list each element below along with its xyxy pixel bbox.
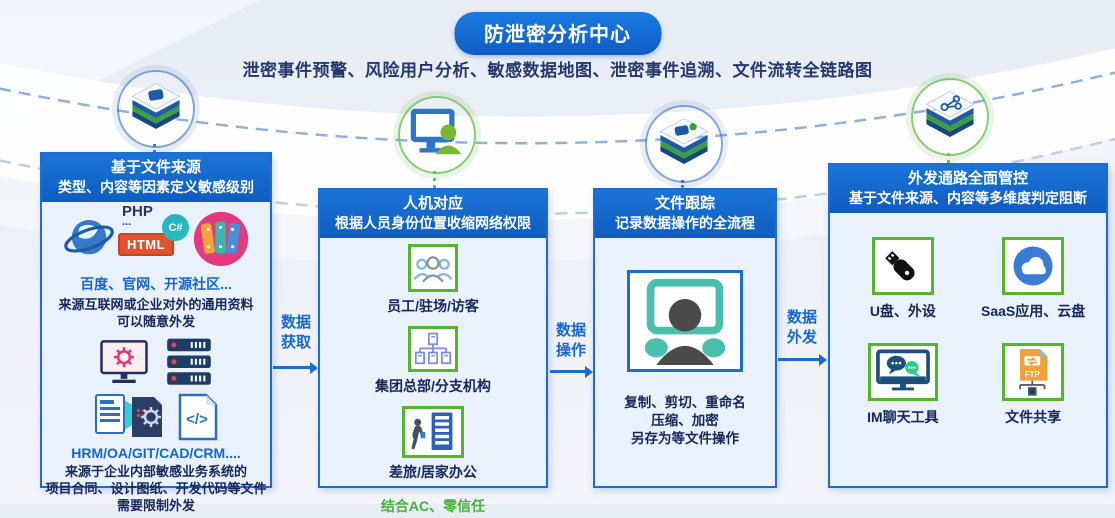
people-icon (408, 244, 458, 293)
org-chart-icon (408, 326, 458, 373)
internal-systems-illustration (96, 337, 216, 389)
panel-identity-header: 人机对应 根据人员身份位置收缩网络权限 (320, 190, 546, 239)
flow-arrow (550, 366, 593, 377)
books-icon (193, 212, 249, 267)
flow-label-data-operate: 数据操作 (555, 322, 586, 359)
egress-item-label: SaaS应用、云盘 (981, 303, 1086, 320)
svg-text:FTP: FTP (1025, 370, 1040, 379)
travel-office-icon (402, 406, 464, 459)
panel-egress-title: 外发通路全面管控 (907, 170, 1029, 187)
svg-text:</>: </> (186, 411, 208, 428)
cloud-icon (1002, 237, 1065, 296)
identity-item-label: 员工/驻场/访客 (387, 298, 479, 315)
user-at-computer-icon (627, 270, 743, 373)
documents-code-icon: </> (95, 393, 218, 440)
page-subtitle: 泄密事件预警、风险用户分析、敏感数据地图、泄密事件追溯、文件流转全链路图 (242, 61, 873, 80)
connector-dotted (433, 171, 436, 188)
layers-network-icon (911, 78, 989, 156)
layers-stack-glyph (659, 118, 709, 164)
web-sources-desc: 来源互联网或企业对外的通用资料 可以随意外发 (58, 297, 254, 330)
flow-arrow (778, 354, 827, 365)
layers-network-glyph (925, 91, 975, 137)
server-stack-icon (167, 338, 211, 385)
egress-item: U盘、外设 (851, 237, 955, 321)
connector-dotted (947, 153, 950, 163)
panel-identity: 人机对应 根据人员身份位置收缩网络权限 员工/驻场/访客 (318, 188, 548, 514)
layers-stack-icon (117, 70, 195, 148)
panel-tracking-title: 文件跟踪 (654, 195, 715, 212)
panel-file-source-title: 基于文件来源 (110, 159, 202, 176)
web-sources-illustration: PHP... HTML C# (60, 203, 252, 272)
usb-icon (871, 237, 934, 296)
php-badge: PHP... (122, 203, 153, 229)
panel-identity-title: 人机对应 (402, 195, 463, 212)
im-chat-icon (867, 343, 938, 402)
panel-tracking: 文件跟踪 记录数据操作的全流程 复制、剪切、重命名 压缩、加密 另存为等文件操作 (593, 188, 777, 488)
web-sources-title: 百度、官网、开源社区... (80, 276, 232, 293)
globe-icon (64, 220, 114, 255)
internal-systems-desc: 来源于企业内部敏感业务系统的 项目合同、设计图纸、开发代码等文件 需要限制外发 (45, 463, 267, 513)
egress-item-label: 文件共享 (1005, 409, 1062, 426)
monitor-user-glyph (410, 108, 462, 155)
flow-label-data-egress: 数据外发 (786, 309, 817, 346)
identity-item-label: 差旅/居家办公 (389, 464, 477, 481)
panel-egress-header: 外发通路全面管控 基于文件来源、内容等多维度判定阻断 (830, 165, 1106, 214)
identity-item-label: 集团总部/分支机构 (375, 378, 491, 395)
panel-tracking-subtitle: 记录数据操作的全流程 (615, 214, 755, 231)
panel-file-source-header: 基于文件来源 类型、内容等因素定义敏感级别 (42, 154, 270, 203)
connector-dotted (153, 144, 156, 153)
page-title-badge: 防泄密分析中心 (454, 12, 661, 55)
html-badge: HTML (118, 233, 174, 257)
csharp-badge: C# (162, 214, 189, 242)
flow-arrow (273, 362, 318, 373)
egress-item: SaaS应用、云盘 (981, 237, 1085, 321)
layers-stack-icon (645, 105, 723, 183)
flow-label-data-acquire: 数据获取 (280, 314, 311, 351)
php-dots: ... (122, 216, 132, 229)
tracking-desc: 复制、剪切、重命名 压缩、加密 另存为等文件操作 (624, 395, 746, 446)
monitor-gear-icon (100, 339, 148, 383)
connector-dotted (681, 180, 684, 188)
egress-item-label: IM聊天工具 (867, 409, 939, 426)
internal-systems-title: HRM/OA/GIT/CAD/CRM.... (71, 444, 241, 461)
egress-item-label: U盘、外设 (869, 303, 936, 320)
ftp-file-icon: FTP (1002, 343, 1065, 402)
panel-identity-subtitle: 根据人员身份位置收缩网络权限 (335, 214, 531, 231)
identity-footnote: 结合AC、零信任 (380, 498, 486, 515)
egress-item: IM聊天工具 (851, 343, 955, 427)
panel-tracking-header: 文件跟踪 记录数据操作的全流程 (595, 190, 775, 239)
panel-file-source-subtitle: 类型、内容等因素定义敏感级别 (58, 178, 254, 195)
panel-egress-subtitle: 基于文件来源、内容等多维度判定阻断 (849, 189, 1087, 206)
panel-egress: 外发通路全面管控 基于文件来源、内容等多维度判定阻断 U盘 (828, 163, 1108, 488)
layers-stack-glyph (131, 83, 181, 129)
monitor-user-icon (398, 96, 476, 174)
egress-item: FTP 文件共享 (981, 343, 1085, 427)
panel-file-source: 基于文件来源 类型、内容等因素定义敏感级别 PHP... HTML C# 百度、… (40, 152, 272, 513)
